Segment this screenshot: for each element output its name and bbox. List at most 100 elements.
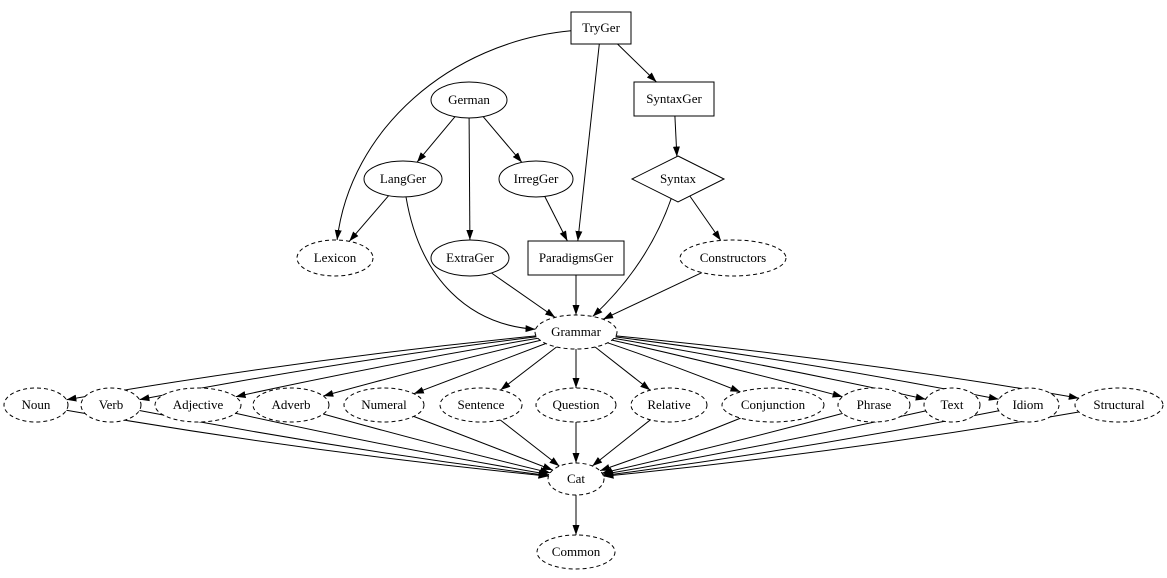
edge-line [544, 196, 568, 242]
edge-grammar-to-conjunction [607, 342, 741, 393]
node-label: IrregGer [514, 171, 559, 186]
node-adverb: Adverb [252, 387, 330, 423]
ellipse-shape [439, 387, 523, 423]
node-label: Adverb [272, 397, 311, 412]
edge-line [323, 339, 541, 397]
node-tryger: TryGer [570, 11, 632, 45]
edge-structural-to-cat [603, 411, 1079, 479]
ellipse-shape [679, 239, 787, 277]
ellipse-shape [996, 387, 1060, 423]
edge-german-to-extrager [466, 117, 474, 241]
node-label: TryGer [582, 20, 620, 35]
edge-line [611, 339, 843, 398]
edge-line [348, 195, 389, 242]
edge-line [607, 342, 741, 393]
edge-line [405, 196, 536, 333]
edge-line [235, 412, 550, 477]
ellipse-shape [430, 81, 508, 119]
edge-line [592, 198, 672, 317]
edge-line [235, 337, 539, 398]
edge-phrase-to-cat [601, 412, 843, 475]
edge-line [499, 419, 560, 467]
node-question: Question [535, 387, 617, 423]
edge-line [689, 195, 722, 241]
edge-line [603, 411, 1079, 479]
edge-syntax-to-constructors [689, 195, 722, 241]
ellipse-shape [721, 387, 825, 423]
node-label: Sentence [458, 397, 505, 412]
edge-extrager-to-grammar [491, 272, 556, 318]
edge-grammar-to-phrase [611, 339, 843, 398]
edge-tryger-to-paradigmsger [575, 43, 600, 242]
ellipse-shape [923, 387, 981, 423]
ellipse-shape [535, 387, 617, 423]
diamond-shape [630, 155, 726, 203]
node-label: ExtraGer [446, 250, 494, 265]
edge-grammar-to-structural [615, 335, 1079, 400]
node-syntaxger: SyntaxGer [633, 81, 715, 117]
node-idiom: Idiom [996, 387, 1060, 423]
edge-line [601, 412, 843, 475]
edge-line [591, 419, 651, 467]
node-adjective: Adjective [154, 387, 242, 423]
ellipse-shape [534, 314, 618, 350]
node-sentence: Sentence [439, 387, 523, 423]
edge-line [334, 30, 572, 241]
edge-sentence-to-cat [499, 419, 560, 467]
edge-langger-to-lexicon [348, 195, 389, 242]
edge-line [413, 343, 546, 395]
ellipse-shape [536, 534, 616, 570]
edge-grammar-to-adverb [323, 339, 541, 397]
edge-numeral-to-cat [413, 415, 553, 471]
node-label: Verb [99, 397, 124, 412]
node-grammar: Grammar [534, 314, 618, 350]
edge-line [66, 335, 537, 402]
node-label: Syntax [660, 171, 697, 186]
ellipse-shape [343, 387, 425, 423]
node-label: LangGer [380, 171, 427, 186]
edge-tryger-to-lexicon [334, 30, 572, 241]
edge-line [594, 346, 651, 391]
node-langger: LangGer [363, 160, 443, 198]
ellipse-shape [630, 387, 708, 423]
edge-line [482, 116, 523, 163]
edge-line [599, 417, 741, 472]
node-structural: Structural [1074, 387, 1164, 423]
node-text: Text [923, 387, 981, 423]
node-label: Constructors [700, 250, 766, 265]
node-constructors: Constructors [679, 239, 787, 277]
edge-line [323, 413, 551, 474]
edge-line [615, 335, 1079, 400]
node-german: German [430, 81, 508, 119]
edge-noun-to-cat [66, 409, 549, 479]
edge-line [617, 43, 657, 83]
node-label: Text [941, 397, 964, 412]
edge-german-to-langger [416, 116, 456, 163]
node-extrager: ExtraGer [430, 239, 510, 277]
node-label: Common [552, 544, 601, 559]
node-common: Common [536, 534, 616, 570]
node-label: Conjunction [741, 397, 806, 412]
edge-adjective-to-cat [235, 412, 550, 477]
edge-line [500, 346, 557, 391]
node-label: Adjective [173, 397, 224, 412]
node-numeral: Numeral [343, 387, 425, 423]
edge-constructors-to-grammar [602, 272, 703, 320]
edge-syntaxger-to-syntax [672, 115, 680, 157]
edge-line [672, 115, 680, 157]
edge-relative-to-cat [591, 419, 651, 467]
edge-line [466, 117, 474, 241]
edge-grammar-to-numeral [413, 343, 546, 395]
node-label: SyntaxGer [646, 91, 702, 106]
edge-line [66, 409, 549, 479]
ellipse-shape [1074, 387, 1164, 423]
edge-irregger-to-paradigmsger [544, 196, 568, 242]
ellipse-shape [498, 160, 574, 198]
edge-syntax-to-grammar [592, 198, 672, 317]
ellipse-shape [252, 387, 330, 423]
edge-adverb-to-cat [323, 413, 551, 474]
edge-german-to-irregger [482, 116, 523, 163]
node-lexicon: Lexicon [296, 239, 374, 277]
